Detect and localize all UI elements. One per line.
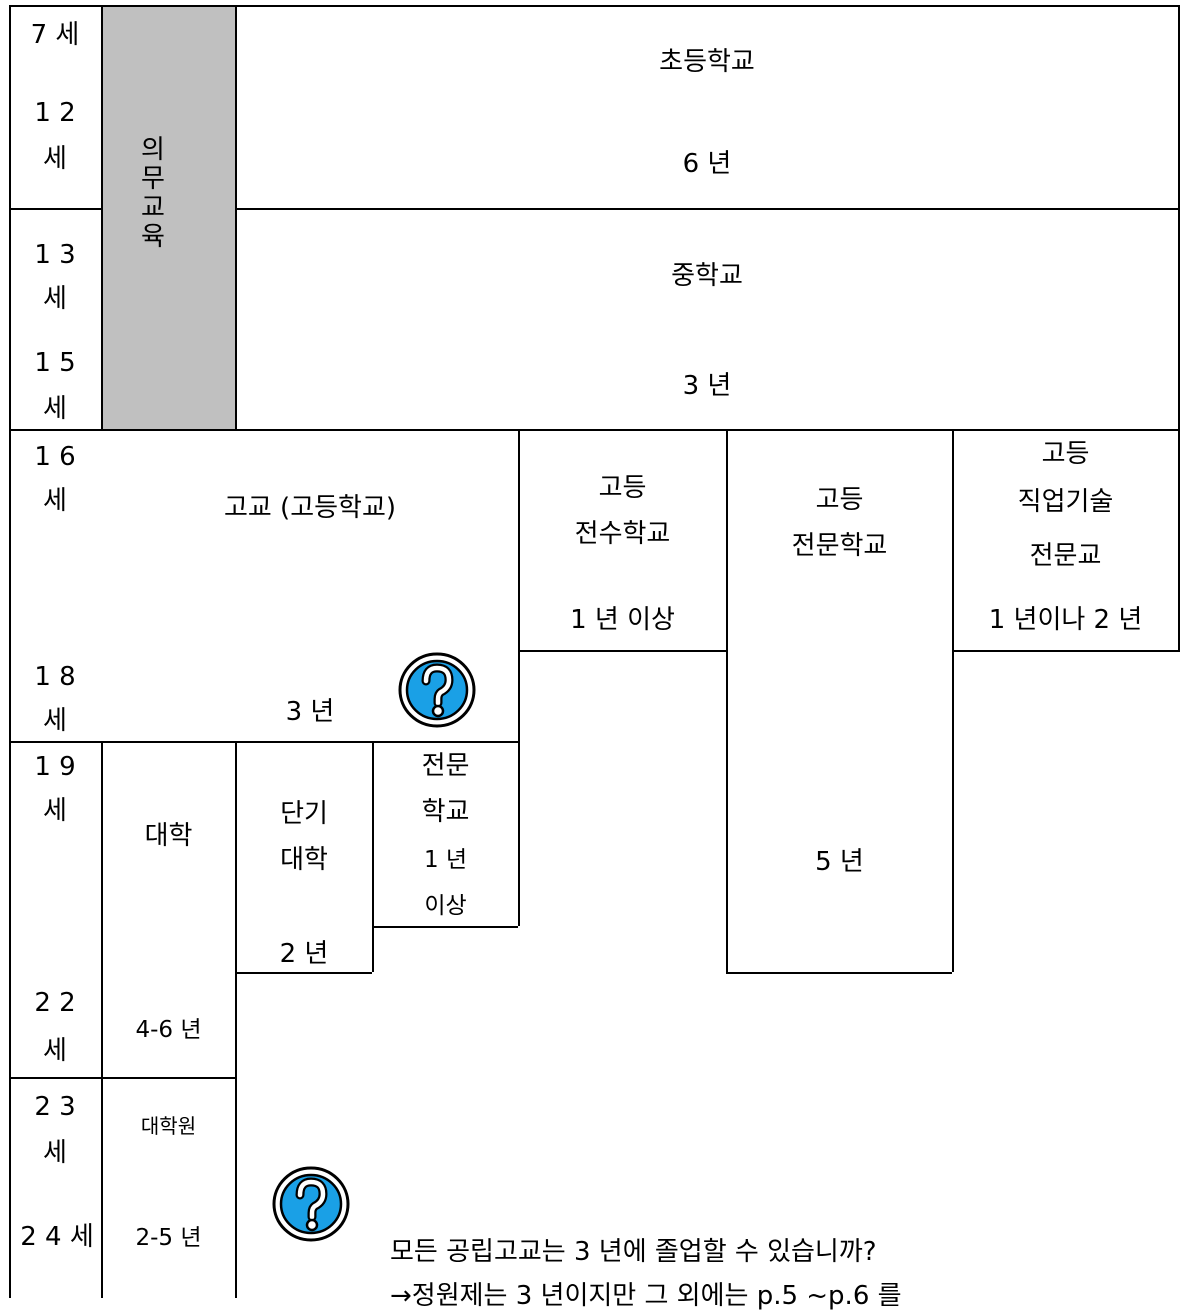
- age-18-number: 1 8: [34, 662, 76, 692]
- vocational-line3: 전문교: [1029, 541, 1102, 571]
- vocational-line2: 직업기술: [1017, 487, 1114, 517]
- senmon-line1: 고등: [815, 485, 864, 515]
- vocational-bottom: [952, 650, 1180, 652]
- age-15-number: 1 5: [34, 348, 76, 378]
- question-mark-circle-icon: [398, 652, 476, 728]
- compulsory-right-line: [235, 5, 237, 429]
- age-22-unit: 세: [43, 1036, 67, 1066]
- junior-college-years: 2 년: [279, 939, 329, 969]
- senmon-bottom: [726, 972, 952, 974]
- junior-college-right: [372, 741, 374, 972]
- age-23-number: 2 3: [34, 1092, 76, 1122]
- junior-college-line2: 대학: [280, 845, 328, 875]
- elementary-bottom: [235, 208, 1180, 210]
- senmon-left: [726, 429, 728, 972]
- age-19-number: 1 9: [34, 752, 76, 782]
- university-right: [235, 741, 237, 1298]
- elementary-name: 초등학교: [659, 47, 755, 77]
- compulsory-char: 교: [141, 193, 165, 223]
- senmon-years: 5 년: [815, 847, 864, 877]
- senshu-line1: 고등: [598, 473, 647, 503]
- university-years: 4-6 년: [135, 1017, 202, 1043]
- university-bottom: [9, 1077, 235, 1079]
- note-question: 모든 공립고교는 3 년에 졸업할 수 있습니까?: [390, 1237, 877, 1267]
- age-24: 2 4 세: [20, 1222, 94, 1252]
- age-23-unit: 세: [43, 1138, 67, 1168]
- age-12-number: 1 2: [34, 98, 76, 128]
- graduate-name: 대학원: [140, 1114, 197, 1138]
- question-mark-circle-icon: [272, 1166, 350, 1242]
- vocational-years: 1 년이나 2 년: [988, 605, 1143, 635]
- age-16-number: 1 6: [34, 442, 76, 472]
- high-school-name: 고교 (고등학교): [223, 493, 397, 523]
- age-7: 7 세: [30, 20, 80, 50]
- graduate-years: 2-5 년: [135, 1225, 202, 1251]
- border-right: [1178, 5, 1180, 650]
- junior-college-bottom: [235, 972, 372, 974]
- age-12-unit: 세: [43, 144, 67, 174]
- age-13-unit: 세: [43, 284, 67, 314]
- professional-line1: 전문: [421, 751, 470, 781]
- senmon-right: [952, 429, 954, 972]
- senshu-years: 1 년 이상: [570, 605, 675, 635]
- middle-name: 중학교: [671, 261, 743, 291]
- middle-years: 3 년: [682, 371, 732, 401]
- junior-college-line1: 단기: [280, 799, 328, 829]
- senmon-line2: 전문학교: [791, 531, 888, 561]
- age-15-unit: 세: [43, 394, 67, 424]
- university-name: 대학: [144, 821, 193, 851]
- note-answer: →정원제는 3 년이지만 그 외에는 p.5 ~p.6 를: [390, 1281, 902, 1311]
- highschool-bottom: [9, 741, 518, 743]
- compulsory-education-band: [102, 6, 235, 429]
- professional-line4: 이상: [424, 893, 467, 919]
- border-top: [9, 5, 1180, 7]
- highschool-right: [518, 429, 520, 926]
- age-divider-upper: [101, 5, 103, 429]
- professional-line3: 1 년: [423, 847, 468, 873]
- age-19-unit: 세: [43, 796, 67, 826]
- compulsory-education-label: 의 무 교 육: [136, 136, 170, 252]
- age-13-number: 1 3: [34, 240, 76, 270]
- age-line-12: [9, 208, 101, 210]
- border-left: [9, 5, 11, 1298]
- professional-bottom: [372, 926, 518, 928]
- professional-line2: 학교: [421, 797, 470, 827]
- middle-bottom: [9, 429, 1180, 431]
- age-18-unit: 세: [43, 706, 67, 736]
- compulsory-char: 의: [141, 135, 165, 165]
- age-divider-lower: [101, 741, 103, 1298]
- senshu-bottom: [518, 650, 726, 652]
- compulsory-char: 육: [141, 222, 165, 252]
- elementary-years: 6 년: [682, 149, 732, 179]
- high-school-years: 3 년: [285, 697, 335, 727]
- vocational-line1: 고등: [1041, 439, 1090, 469]
- age-22-number: 2 2: [34, 988, 76, 1018]
- senshu-line2: 전수학교: [574, 519, 671, 549]
- compulsory-char: 무: [141, 164, 165, 194]
- age-16-unit: 세: [43, 486, 67, 516]
